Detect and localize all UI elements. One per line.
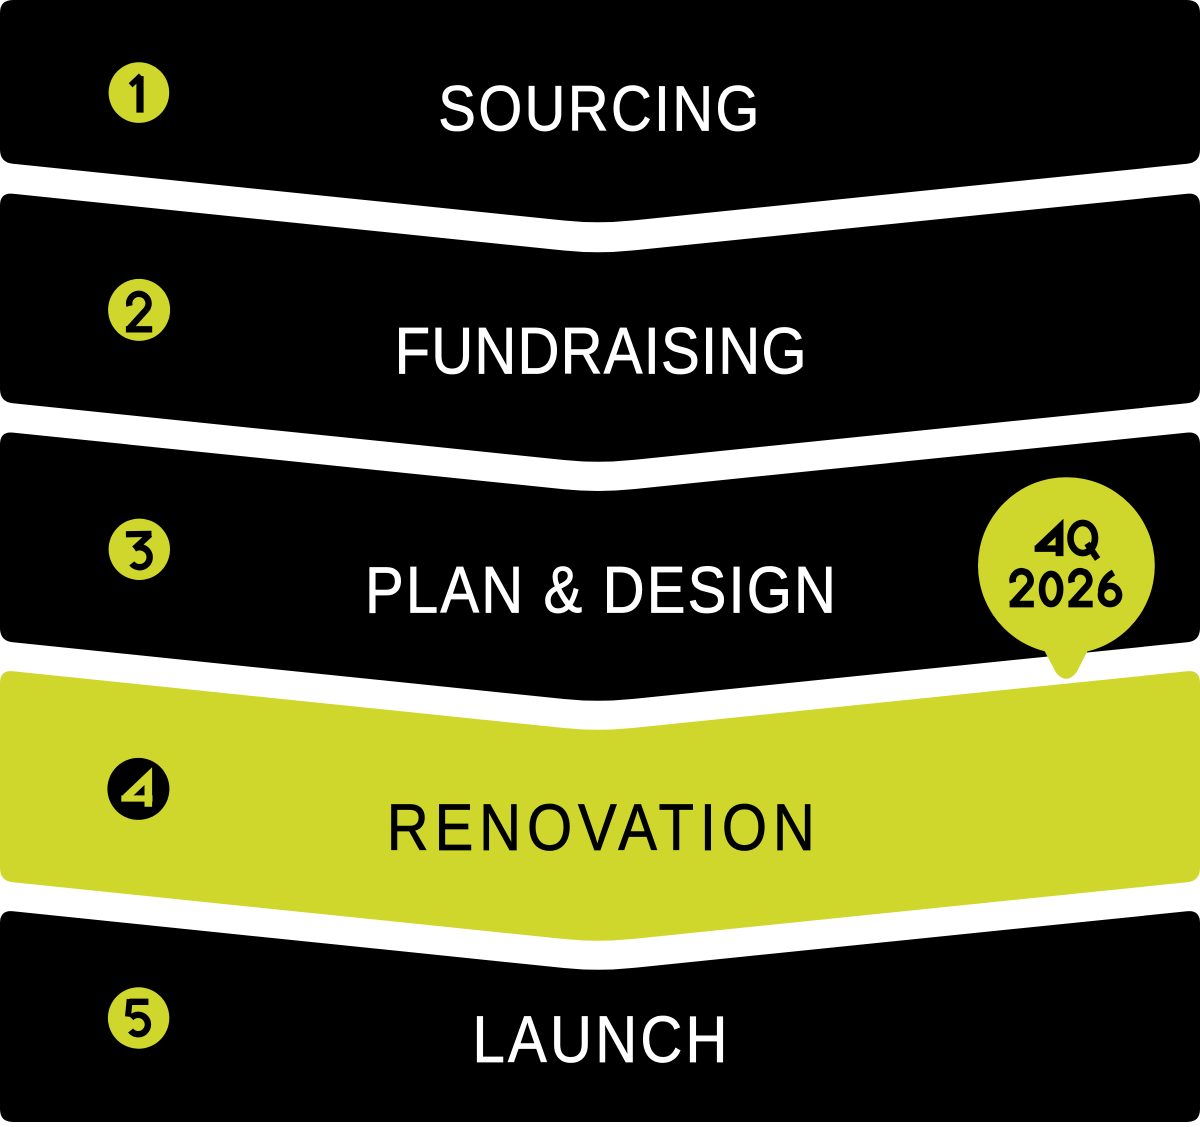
svg-text:FUNDRAISING: FUNDRAISING [395, 315, 807, 388]
svg-text:SOURCING: SOURCING [438, 72, 759, 144]
svg-text:RENOVATION: RENOVATION [387, 792, 815, 865]
svg-text:PLAN & DESIGN: PLAN & DESIGN [365, 554, 836, 627]
svg-text:LAUNCH: LAUNCH [472, 1004, 727, 1077]
